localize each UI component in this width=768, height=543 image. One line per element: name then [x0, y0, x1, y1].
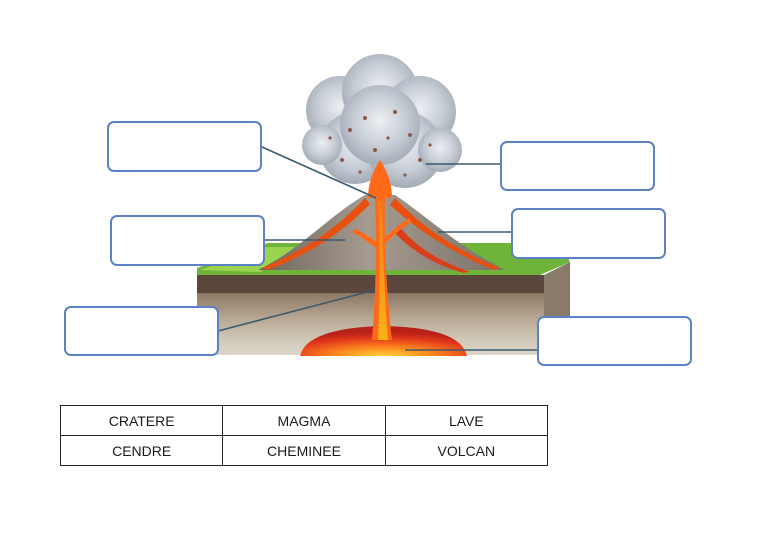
word-cell-cendre: CENDRE — [59, 435, 224, 466]
word-cell-lave: LAVE — [384, 405, 549, 436]
word-cell-cheminee: CHEMINEE — [222, 435, 386, 466]
label-box-top-right[interactable] — [500, 141, 655, 191]
lava-flow-left — [262, 198, 370, 270]
label-box-middle-left[interactable] — [110, 215, 265, 266]
leader-line-bottom-left — [217, 289, 376, 332]
label-box-middle-right[interactable] — [511, 208, 666, 259]
word-cell-cratere: CRATERE — [59, 405, 224, 436]
lava-flow-right — [390, 198, 500, 270]
soil-dark-band — [197, 275, 544, 293]
label-box-bottom-right[interactable] — [537, 316, 692, 366]
side-vent-right — [384, 218, 412, 243]
table-row: CENDRE CHEMINEE VOLCAN — [59, 435, 549, 466]
table-row: CRATERE MAGMA LAVE — [59, 405, 549, 436]
leader-line-top-left — [261, 146, 377, 199]
ash-cloud — [302, 54, 462, 188]
chimney — [352, 198, 412, 340]
word-cell-volcan: VOLCAN — [384, 435, 549, 466]
ash-particles — [328, 110, 432, 177]
leader-lines — [217, 146, 538, 351]
word-bank-table: CRATERE MAGMA LAVE CENDRE CHEMINEE VOLCA… — [59, 405, 549, 466]
lava-flow-right-2 — [394, 225, 470, 273]
label-box-top-left[interactable] — [107, 121, 262, 172]
eruption-plume — [368, 160, 392, 198]
word-cell-magma: MAGMA — [222, 405, 386, 436]
side-vent-left — [352, 229, 378, 248]
label-box-bottom-left[interactable] — [64, 306, 219, 356]
magma-chamber — [300, 326, 467, 356]
